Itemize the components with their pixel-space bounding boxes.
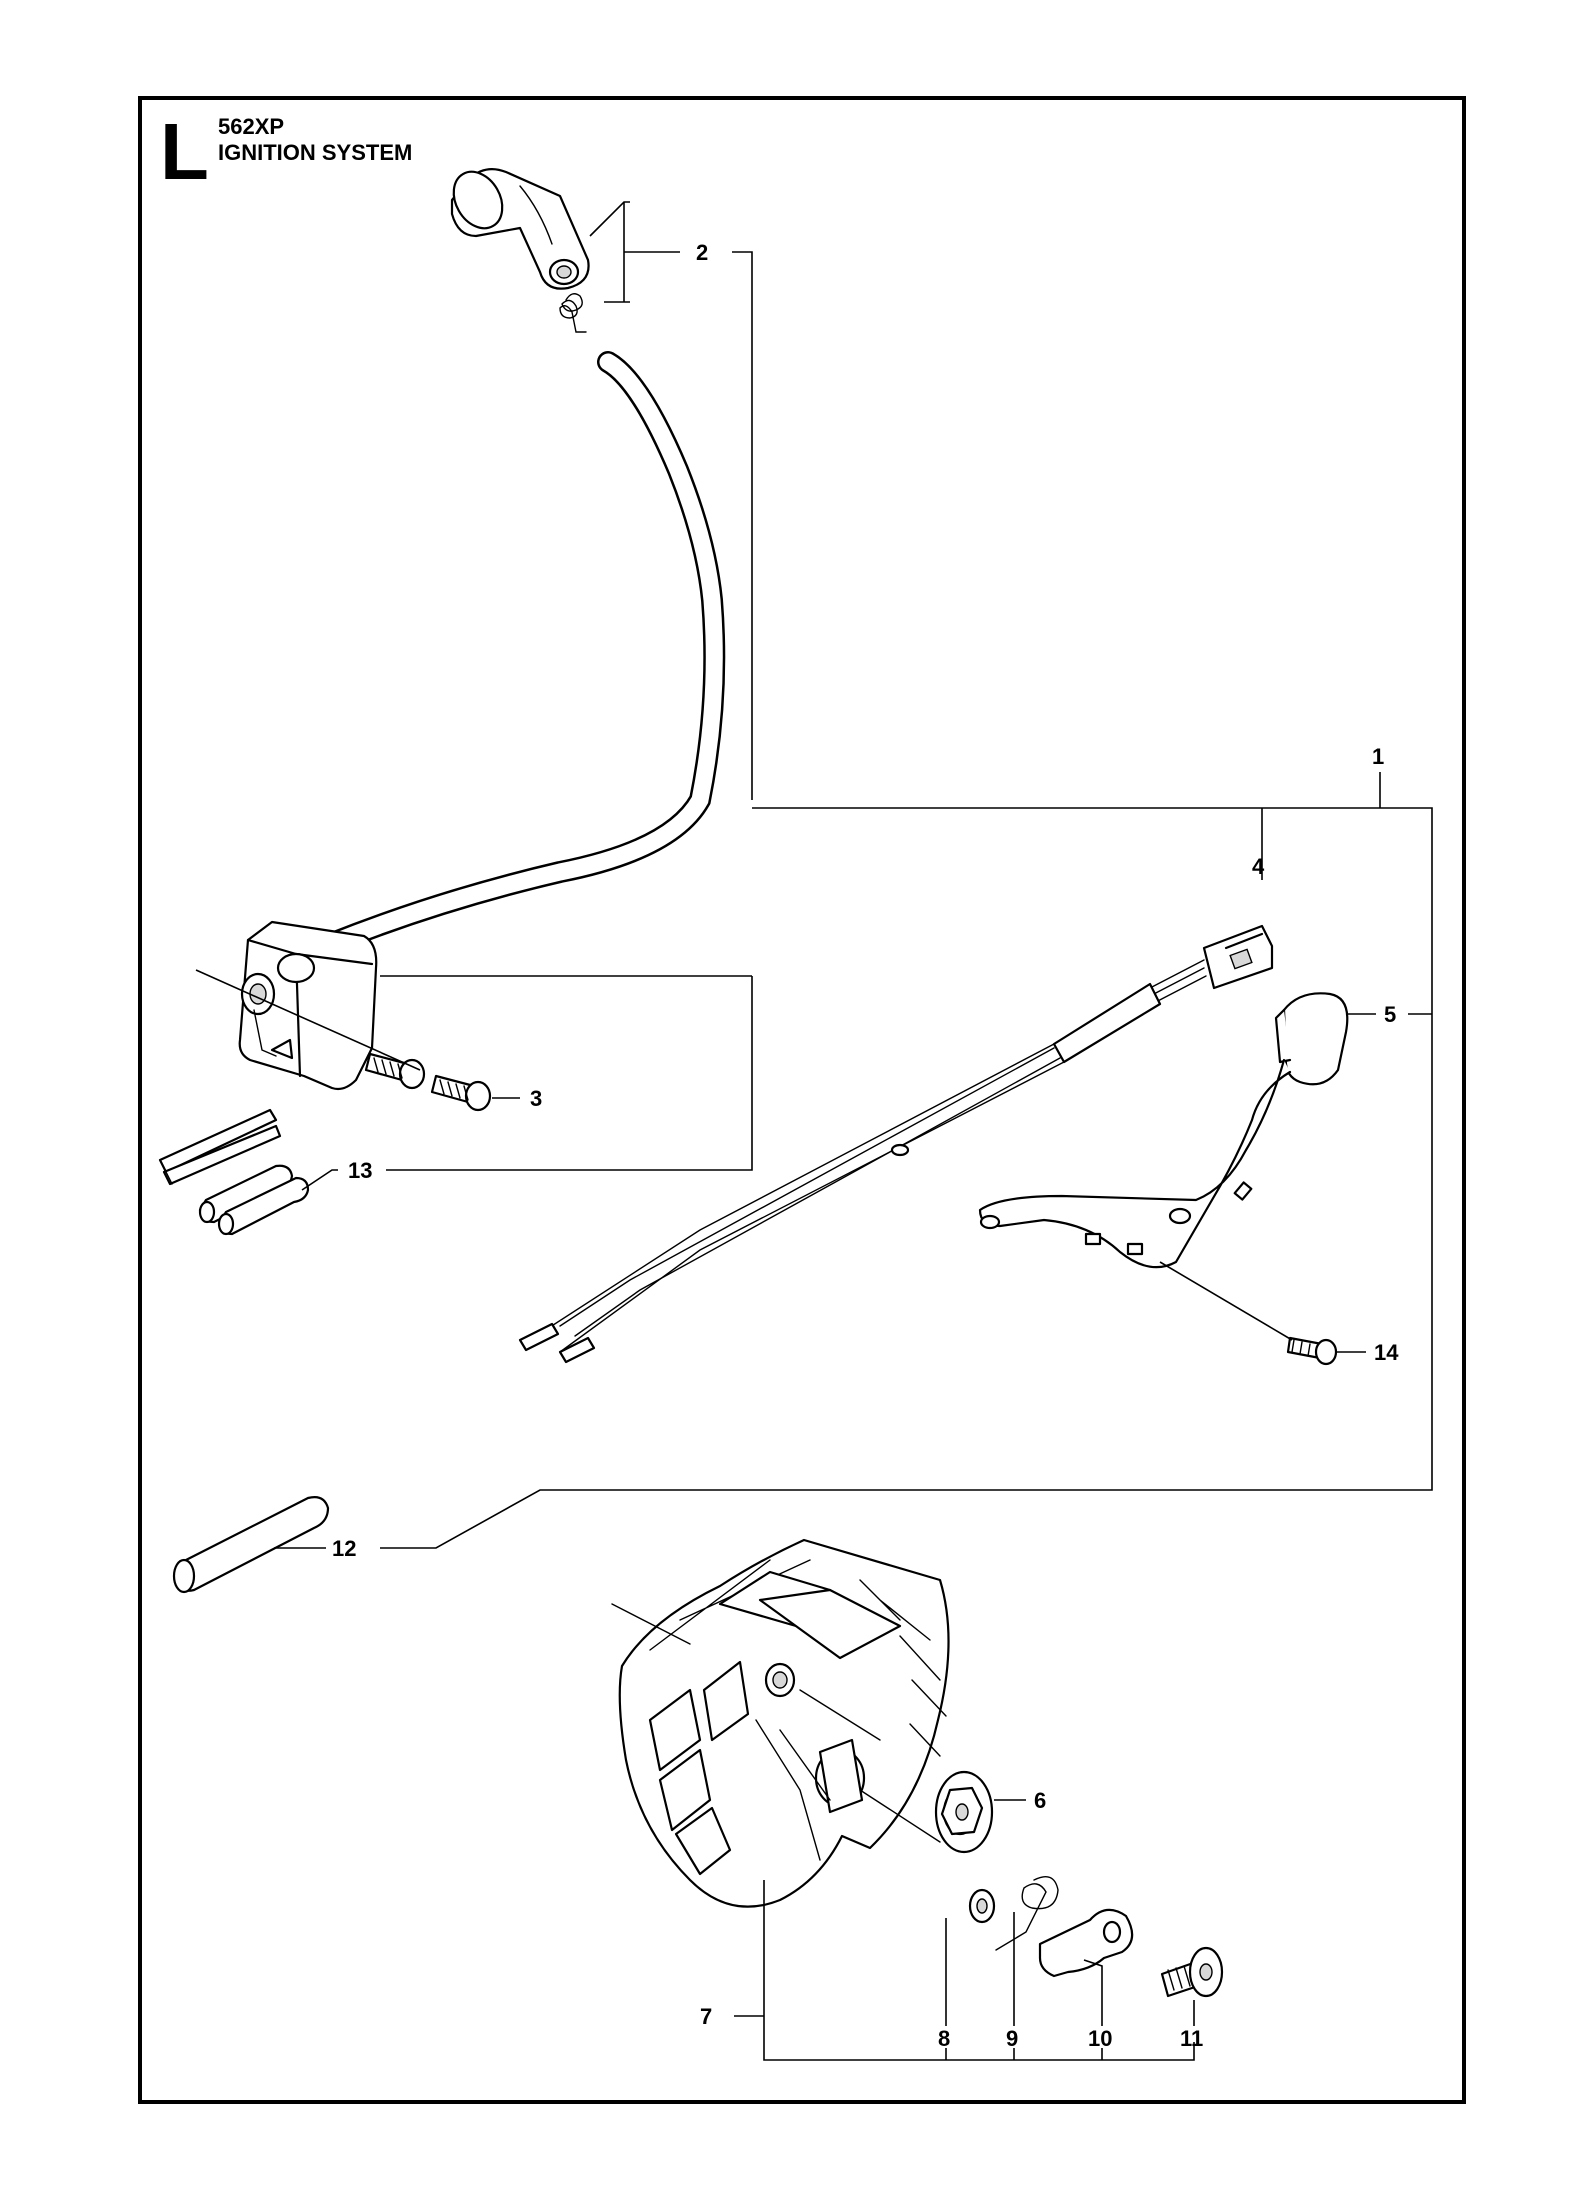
stop-switch xyxy=(978,992,1349,1269)
callout-3-leader: 3 xyxy=(195,969,542,1111)
wiring-harness xyxy=(518,924,1274,1364)
callout-6: 6 xyxy=(1034,1788,1046,1813)
callout-3: 3 xyxy=(530,1086,542,1111)
module-screw-a xyxy=(364,1052,426,1090)
sleeve-part-12 xyxy=(172,1496,330,1594)
module-screw-b xyxy=(430,1074,492,1112)
callout-7: 7 xyxy=(700,2004,712,2029)
callout-5: 5 xyxy=(1384,1002,1396,1027)
terminal-sleeves xyxy=(198,1164,310,1236)
ignition-module xyxy=(158,920,378,1186)
callout-2-leader: 2 xyxy=(589,201,753,800)
washer xyxy=(968,1888,996,1924)
callout-4: 4 xyxy=(1252,854,1265,879)
section-letter: L xyxy=(160,107,209,196)
callout-7-leader: 7 xyxy=(700,1880,1195,2061)
flywheel-nut xyxy=(934,1770,994,1854)
spark-plug-boot xyxy=(450,167,590,290)
callout-8: 8 xyxy=(938,2026,950,2051)
diagram-frame xyxy=(138,96,1466,2104)
diagram-title: IGNITION SYSTEM xyxy=(218,140,413,165)
flywheel xyxy=(611,1538,950,1908)
callout-1: 1 xyxy=(1372,744,1384,769)
callout-1-leader: 1 xyxy=(380,744,1433,1549)
callout-11: 11 xyxy=(1180,2026,1203,2051)
callout-8-leader: 8 xyxy=(938,1918,950,2060)
callout-10: 10 xyxy=(1088,2026,1112,2051)
ht-lead-cable xyxy=(277,351,726,993)
callout-13-leader: 13 xyxy=(301,976,753,1191)
callout-13: 13 xyxy=(348,1158,372,1183)
pawl-spring xyxy=(995,1876,1059,1951)
callout-5-leader: 5 xyxy=(1346,1002,1432,1027)
switch-screw xyxy=(1286,1336,1338,1366)
callout-9: 9 xyxy=(1006,2026,1018,2051)
callout-14-leader: 14 xyxy=(1159,1261,1399,1365)
callout-10-leader: 10 xyxy=(1083,1959,1112,2060)
callout-11-leader: 11 xyxy=(1180,2000,1203,2051)
callout-9-leader: 9 xyxy=(1006,1912,1018,2060)
callout-14: 14 xyxy=(1374,1340,1399,1365)
model-number: 562XP xyxy=(218,114,285,139)
callout-12-leader: 12 xyxy=(274,1536,356,1561)
pawl-bolt xyxy=(1160,1946,1224,1998)
callout-4-leader: 4 xyxy=(1252,808,1265,880)
callout-2: 2 xyxy=(696,240,708,265)
ignition-spring xyxy=(559,293,587,333)
callout-12: 12 xyxy=(332,1536,356,1561)
pawl xyxy=(1038,1908,1134,1978)
callout-6-leader: 6 xyxy=(994,1788,1046,1813)
